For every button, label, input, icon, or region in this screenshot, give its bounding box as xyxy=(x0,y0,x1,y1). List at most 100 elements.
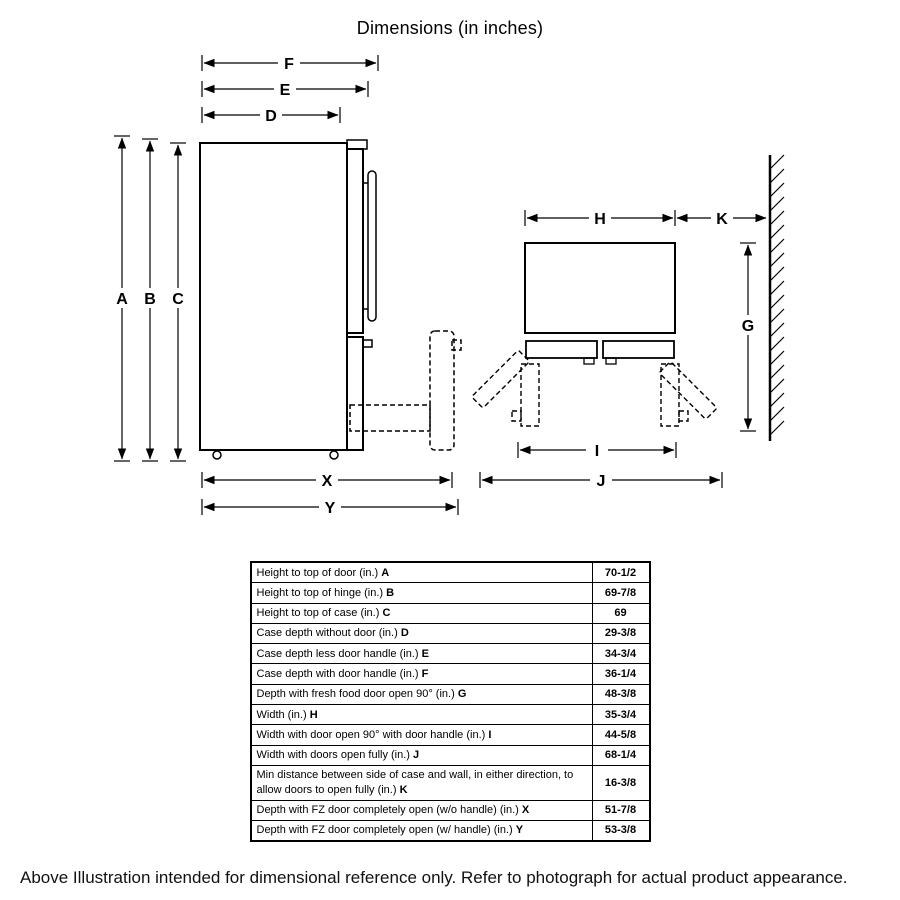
dim-row-label: Depth with FZ door completely open (w/ h… xyxy=(256,824,513,837)
dim-row-label: Height to top of door (in.) xyxy=(256,566,379,579)
dim-row-label: Height to top of case (in.) xyxy=(256,607,380,620)
dim-row-label: Width with door open 90° with door handl… xyxy=(256,728,486,741)
dim-label-E: E xyxy=(280,82,291,99)
dim-row-value: 34-3/4 xyxy=(591,643,650,665)
dim-X: X xyxy=(201,470,453,490)
dim-row-letter: X xyxy=(521,804,530,817)
dim-row-label: Case depth without door (in.) xyxy=(256,627,398,640)
dim-label-I: I xyxy=(595,443,599,460)
right-door-open-90 xyxy=(660,363,680,427)
dim-row-value: 29-3/8 xyxy=(591,622,650,645)
dim-row-label: Depth with fresh food door open 90° (in.… xyxy=(256,688,455,701)
dim-row-label: Depth with FZ door completely open (w/o … xyxy=(256,804,519,817)
dim-row-letter: G xyxy=(457,688,467,701)
dim-label-K: K xyxy=(716,211,728,228)
dim-row-value: 69-7/8 xyxy=(591,582,650,604)
dim-row-value: 16-3/8 xyxy=(591,764,650,801)
wall-hatching xyxy=(769,154,785,436)
dim-row-value: 68-1/4 xyxy=(591,744,650,766)
dim-row-label: Case depth less door handle (in.) xyxy=(256,647,419,660)
dim-row-letter: A xyxy=(381,566,390,579)
dim-row-letter: J xyxy=(413,749,420,762)
dim-row-letter: F xyxy=(421,667,429,680)
case-top-view xyxy=(524,242,676,334)
doors-open-dashed xyxy=(471,350,717,427)
table-row: Min distance between side of case and wa… xyxy=(250,764,650,801)
left-door-open-90-handle xyxy=(511,410,522,422)
drawer-handle-dashed xyxy=(451,339,462,351)
dim-Y: Y xyxy=(201,497,459,517)
table-row: Width with door open 90° with door handl… xyxy=(250,724,650,746)
dim-J: J xyxy=(479,470,723,490)
dim-row-letter: E xyxy=(421,647,429,660)
dim-label-H: H xyxy=(594,211,606,228)
page-title: Dimensions (in inches) xyxy=(356,18,544,38)
dim-row-letter: C xyxy=(382,607,391,620)
left-door-closed xyxy=(525,340,598,359)
table-row: Height to top of door (in.) A 70-1/2 xyxy=(250,561,650,584)
front-wheel xyxy=(212,450,222,460)
drawer-front-dashed xyxy=(429,330,455,451)
dim-label-B: B xyxy=(144,291,156,308)
table-row: Case depth with door handle (in.) F 36-1… xyxy=(250,663,650,685)
rear-wheel xyxy=(329,450,339,460)
dim-row-value: 69 xyxy=(591,602,650,624)
table-row: Case depth less door handle (in.) E 34-3… xyxy=(250,643,650,665)
dim-row-letter: K xyxy=(399,783,408,796)
right-door-closed xyxy=(602,340,675,359)
dim-row-value: 53-3/8 xyxy=(591,819,650,842)
dim-label-F: F xyxy=(284,56,294,73)
table-row: Depth with FZ door completely open (w/ h… xyxy=(250,819,650,842)
dim-row-value: 44-5/8 xyxy=(591,724,650,746)
table-row: Width with doors open fully (in.) J 68-1… xyxy=(250,744,650,766)
right-door-open-90-handle xyxy=(678,410,689,422)
left-door-open-90 xyxy=(520,363,540,427)
dim-A: A xyxy=(111,135,133,462)
left-door-handle xyxy=(583,357,595,365)
dim-row-value: 70-1/2 xyxy=(591,561,650,584)
dim-row-value: 36-1/4 xyxy=(591,663,650,685)
dim-label-G: G xyxy=(742,318,754,335)
table-row: Height to top of hinge (in.) B 69-7/8 xyxy=(250,582,650,604)
freezer-drawer-open-dashed xyxy=(349,330,462,451)
dim-row-label: Case depth with door handle (in.) xyxy=(256,667,419,680)
dim-row-value: 51-7/8 xyxy=(591,799,650,821)
table-row: Depth with fresh food door open 90° (in.… xyxy=(250,683,650,706)
dims-top-view: H K G I J xyxy=(479,208,767,490)
dim-row-letter: B xyxy=(386,586,395,599)
dim-row-letter: Y xyxy=(515,824,524,837)
dims-side-view: F E D A xyxy=(111,53,459,517)
footer-note: Above Illustration intended for dimensio… xyxy=(20,868,848,888)
dim-row-letter: D xyxy=(400,627,409,640)
dim-label-A: A xyxy=(116,291,128,308)
table-row: Case depth without door (in.) D 29-3/8 xyxy=(250,622,650,645)
dim-D: D xyxy=(201,105,341,125)
right-door-handle xyxy=(605,357,617,365)
dim-row-value: 35-3/4 xyxy=(591,704,650,726)
dim-label-X: X xyxy=(322,473,333,490)
table-row: Height to top of case (in.) C 69 xyxy=(250,602,650,624)
fridge-case xyxy=(199,142,348,451)
top-view-fridge xyxy=(471,242,717,427)
dim-K: K xyxy=(676,208,767,228)
dim-row-value: 48-3/8 xyxy=(591,683,650,706)
dim-row-letter: I xyxy=(488,728,492,741)
fresh-food-door xyxy=(346,148,364,334)
dim-row-label: Min distance between side of case and wa… xyxy=(256,769,574,796)
table-row: Depth with FZ door completely open (w/o … xyxy=(250,799,650,821)
side-view-fridge xyxy=(199,139,462,460)
dim-G: G xyxy=(737,242,759,432)
dim-row-label: Height to top of hinge (in.) xyxy=(256,586,384,599)
dim-label-C: C xyxy=(172,291,184,308)
freezer-drawer-front xyxy=(346,336,364,451)
dim-row-label: Width with doors open fully (in.) xyxy=(256,749,410,762)
dimension-diagram: F E D A xyxy=(111,53,785,517)
dim-row-letter: H xyxy=(309,708,318,721)
dim-I: I xyxy=(517,440,677,460)
dim-B: B xyxy=(139,138,161,462)
dim-F: F xyxy=(201,53,379,73)
dim-row-label: Width (in.) xyxy=(256,708,307,721)
door-handle xyxy=(367,170,377,322)
dimensions-table: Height to top of door (in.) A 70-1/2 Hei… xyxy=(249,561,651,843)
